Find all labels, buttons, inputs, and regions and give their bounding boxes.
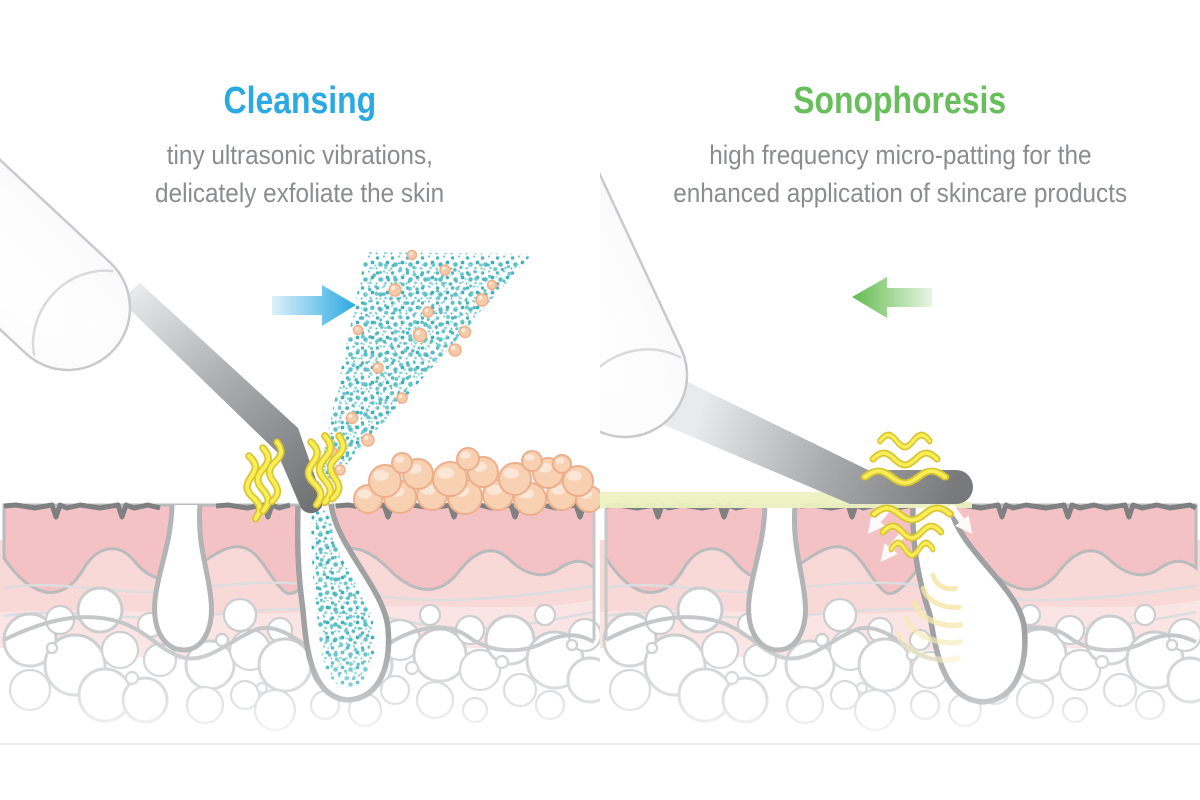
left-arrow-icon <box>852 277 932 318</box>
exfoliated-skin-cells <box>353 447 600 516</box>
skin-surface-line <box>3 502 161 520</box>
bottom-fade <box>0 635 600 747</box>
sonophoresis-illustration <box>600 34 1200 747</box>
ultrasonic-spatula-device <box>600 34 973 504</box>
cleansing-illustration <box>0 36 600 747</box>
bottom-fade <box>600 635 1200 747</box>
spatula-blade <box>120 283 324 514</box>
right-arrow-icon <box>272 285 356 326</box>
ultrasonic-spray <box>302 249 532 503</box>
skin-surface-line <box>949 502 1198 520</box>
ultrasonic-spatula-device <box>0 36 324 514</box>
device-handle <box>600 34 689 439</box>
device-handle <box>0 36 132 372</box>
spatula-blade <box>662 382 973 504</box>
